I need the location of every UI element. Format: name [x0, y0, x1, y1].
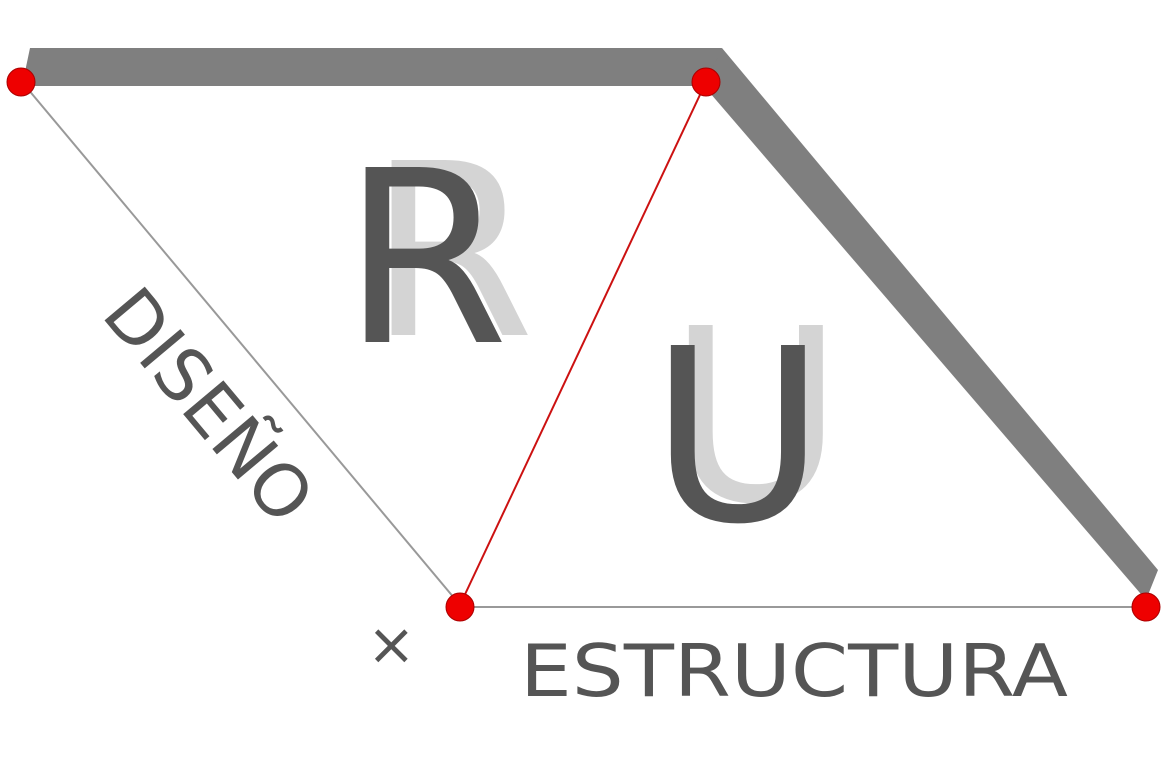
node-top-middle — [691, 67, 721, 97]
slanted-beam — [704, 48, 1158, 600]
word-estructura: ESTRUCTURA — [520, 629, 1068, 713]
node-bottom-middle — [445, 592, 475, 622]
left-diagonal-member — [21, 81, 461, 606]
node-bottom-right — [1131, 592, 1161, 622]
top-beam — [22, 48, 722, 86]
letter-u: U — [650, 297, 826, 577]
times-symbol: × — [367, 610, 416, 678]
letter-u-shadow: U — [668, 277, 844, 557]
letter-r: R — [342, 119, 509, 399]
node-top-left — [6, 67, 36, 97]
red-diagonal-member — [459, 81, 707, 606]
letter-r-shadow: R — [368, 112, 535, 392]
